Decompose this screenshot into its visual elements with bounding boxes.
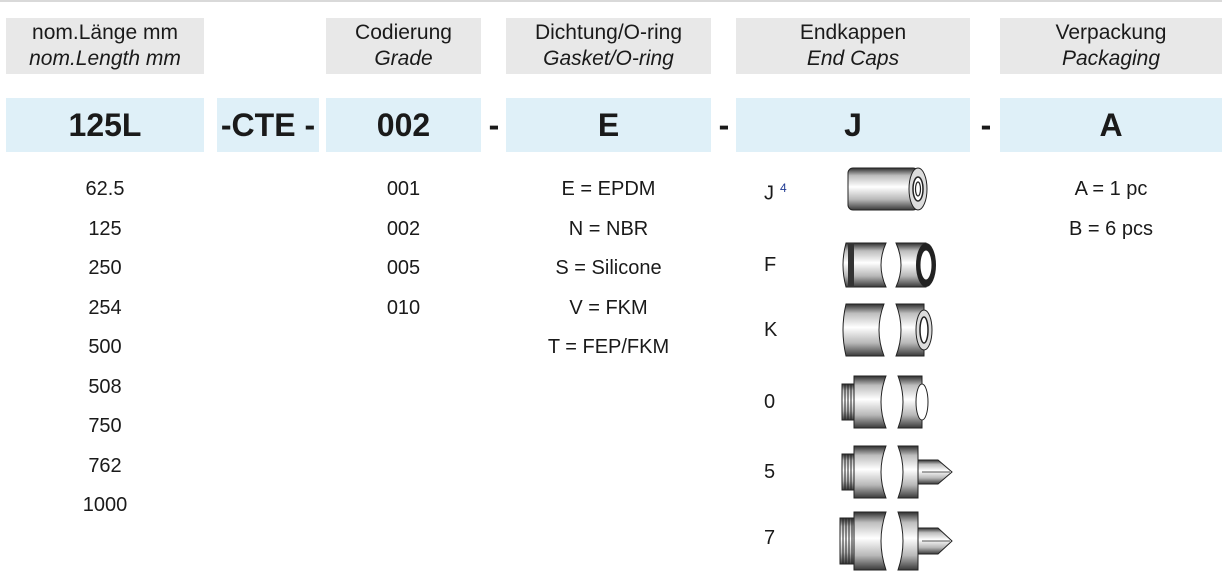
single-endcap-icon [847,167,928,211]
code-packaging: A [1000,98,1222,152]
header-length: nom.Länge mm nom.Length mm [6,18,204,74]
endcap-row-k: K [760,300,990,360]
list-item: N = NBR [568,217,649,240]
header-length-en: nom.Length mm [29,47,181,70]
list-item: 250 [88,257,122,279]
header-length-de: nom.Länge mm [32,21,178,44]
header-gasket-en: Gasket/O-ring [543,47,674,70]
list-item: V = FKM [569,296,648,319]
endcap-row-7: 7 [760,508,990,571]
endcap-code: 0 [764,391,776,413]
grades-list: 001 002 005 010 [326,170,481,328]
header-endcaps-en: End Caps [806,47,900,70]
flat-endcap-pair-icon [842,303,933,357]
flat-endcap-pair-icon [842,242,936,288]
header-packaging-en: Packaging [1061,47,1161,70]
list-item: A = 1 pc [1074,178,1148,200]
list-item: T = FEP/FKM [547,336,670,358]
threaded-endcap-fin-icon [839,511,953,571]
header-grade-en: Grade [374,47,433,70]
list-item: 125 [88,217,122,240]
header-grade: Codierung Grade [326,18,481,74]
packaging-list: A = 1 pc B = 6 pcs [1000,170,1222,249]
list-item: 62.5 [85,178,125,200]
footnote-mark: 4 [780,181,787,195]
dash-2: - [718,106,730,143]
list-item: 254 [88,296,122,319]
gaskets-list: E = EPDM N = NBR S = Silicone V = FKM T … [506,170,711,368]
code-grade: 002 [326,98,481,152]
header-gasket-de: Dichtung/O-ring [534,21,683,44]
list-item: B = 6 pcs [1069,217,1153,240]
list-item: 508 [88,375,122,398]
list-item: 005 [386,257,421,279]
list-item: 762 [88,454,122,477]
list-item: 750 [88,415,122,437]
code-type: -CTE - [210,98,326,152]
code-length: 125L [6,98,204,152]
lengths-list: 62.5 125 250 254 500 508 750 762 1000 [6,170,204,526]
header-packaging: Verpackung Packaging [1000,18,1222,74]
dash-1: - [488,106,500,143]
dash-3: - [980,106,992,143]
endcap-row-5: 5 [760,442,990,502]
code-type-text: -CTE - [216,98,320,152]
list-item: 001 [386,178,421,200]
list-item: S = Silicone [555,257,662,279]
endcap-code: F [764,254,777,276]
top-divider [0,0,1222,2]
list-item: E = EPDM [561,178,656,200]
endcap-row-f: F [760,235,990,295]
list-item: 002 [386,217,421,240]
list-item: 1000 [82,494,128,516]
endcap-code: 7 [764,527,776,549]
header-grade-de: Codierung [355,21,452,44]
endcap-code: 5 [764,461,776,483]
code-gasket: E [506,98,711,152]
header-endcaps: Endkappen End Caps [736,18,970,74]
threaded-endcap-pair-icon [841,375,929,429]
threaded-endcap-fin-icon [841,445,953,499]
endcap-row-0: 0 [760,372,990,432]
header-endcaps-de: Endkappen [799,21,907,44]
header-gasket: Dichtung/O-ring Gasket/O-ring [506,18,711,74]
endcap-code: K [764,319,778,341]
code-endcaps: J [736,98,970,152]
header-packaging-de: Verpackung [1055,21,1167,44]
list-item: 010 [386,296,421,319]
list-item: 500 [88,336,122,358]
